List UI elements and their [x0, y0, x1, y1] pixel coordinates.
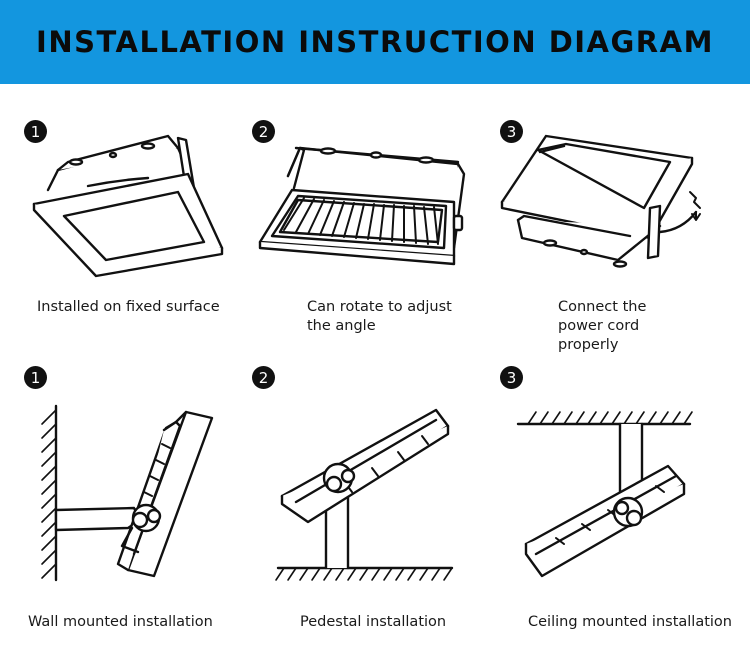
step-badge: 1 — [24, 120, 47, 143]
pedestal-mount-icon — [276, 404, 454, 584]
step-badge: 1 — [24, 366, 47, 389]
floodlight-rotate-icon — [258, 138, 470, 278]
step-caption: Pedestal installation — [300, 614, 447, 630]
title-banner: INSTALLATION INSTRUCTION DIAGRAM — [0, 0, 750, 84]
step-badge: 2 — [252, 366, 275, 389]
step-caption: Can rotate to adjust the angle — [307, 299, 452, 334]
step-caption: Ceiling mounted installation — [528, 614, 732, 630]
step-caption: Wall mounted installation — [28, 614, 213, 630]
ceiling-mount-icon — [516, 404, 692, 582]
step-caption: Connect the power cord properly — [558, 299, 647, 353]
floodlight-fixed-icon — [28, 130, 228, 275]
step-badge: 3 — [500, 120, 523, 143]
step-caption: Installed on fixed surface — [37, 299, 220, 315]
page-title: INSTALLATION INSTRUCTION DIAGRAM — [36, 25, 714, 59]
step-badge: 2 — [252, 120, 275, 143]
wall-mount-icon — [36, 404, 216, 586]
floodlight-power-cord-icon — [500, 136, 710, 276]
step-badge: 3 — [500, 366, 523, 389]
